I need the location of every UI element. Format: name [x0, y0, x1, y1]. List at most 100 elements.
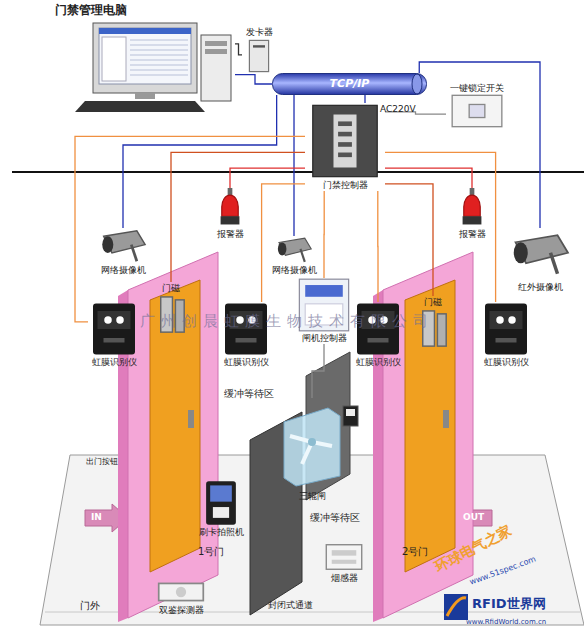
drive-bay: [205, 41, 227, 46]
reader-body: [93, 304, 135, 355]
connector: [123, 95, 277, 228]
switch-plate: [452, 95, 502, 126]
bus-pipe: [273, 74, 427, 95]
tcpip-bus: TCP/IP: [272, 73, 427, 95]
lens: [104, 316, 112, 324]
gate-controller: 闸机控制器: [296, 278, 352, 344]
alarm-siren: 报警器: [452, 188, 492, 240]
alarm-siren: 报警器: [210, 188, 250, 240]
network-camera: 网络摄像机: [88, 228, 158, 276]
card-reader: [343, 406, 358, 426]
card-photo-terminal-icon: [196, 480, 246, 526]
lock-switch: 一键锁定开关: [446, 82, 508, 128]
node-label: 虹膜识别仪: [224, 356, 269, 368]
card-issuer-icon: [242, 38, 276, 74]
reader-screen: [346, 409, 355, 416]
terminal-body: [206, 481, 236, 524]
drive-bay: [205, 49, 227, 54]
dual-tech-detector-icon: [150, 580, 212, 604]
card-issuer: 发卡器: [242, 26, 276, 74]
monitor-screen: [99, 28, 191, 84]
node-label: 报警器: [217, 228, 244, 240]
detector-body: [159, 583, 204, 600]
connector: [171, 152, 305, 282]
door-number: 2号门: [402, 546, 428, 558]
logo-swoosh: [447, 598, 466, 616]
sensor-body: [326, 545, 361, 570]
alarm-mount: [470, 188, 475, 195]
connector: [385, 152, 496, 302]
iris-reader: 虹膜识别仪: [88, 302, 140, 368]
camera-bracket: [300, 249, 304, 262]
camera-bracket: [551, 253, 558, 274]
pipe-end: [412, 74, 422, 94]
ceiling-line: [12, 171, 584, 173]
node-label: 一键锁定开关: [450, 82, 504, 94]
pc-workstation-icon: [55, 16, 235, 118]
tripod-turnstile-icon: [278, 398, 346, 490]
grid-row: [130, 45, 188, 46]
connector: [377, 191, 379, 302]
watermark: 广州创晨虹膜生物技术有限公司: [140, 312, 434, 330]
pc-workstation: 门禁管理电脑: [55, 4, 235, 118]
network-camera: 网络摄像机: [268, 236, 320, 276]
door-number: 1号门: [198, 546, 224, 558]
alarm-base: [463, 216, 482, 224]
window-bar: [99, 28, 191, 34]
node-label: 双鉴探测器: [159, 604, 204, 616]
grid-row: [130, 50, 188, 51]
network-camera-icon: [88, 228, 158, 264]
lens: [508, 316, 516, 324]
indicator: [104, 338, 125, 343]
connector: [364, 95, 365, 103]
controller-panel: [333, 115, 356, 168]
lens: [496, 316, 504, 324]
alarm-siren-icon: [210, 188, 250, 228]
smoke-detector: 烟感器: [322, 542, 366, 584]
grid-row: [130, 70, 188, 71]
connector: [312, 344, 324, 398]
voltage-label: AC220V: [380, 104, 416, 115]
card-photo-terminal: 刷卡拍照机: [196, 480, 246, 538]
tripod-turnstile: 三辊闸: [278, 398, 346, 502]
dual-tech-detector: 双鉴探测器: [150, 580, 212, 616]
detector-lens: [176, 587, 186, 597]
node-label: 烟感器: [331, 572, 358, 584]
zone-label: 缓冲等待区: [224, 388, 274, 400]
node-label: 刷卡拍照机: [199, 526, 244, 538]
camera-lens: [102, 236, 113, 253]
sensor-vent: [332, 560, 357, 564]
monitor-frame: [93, 23, 197, 93]
lens-window: [490, 311, 523, 329]
node-label: 网络摄像机: [101, 264, 146, 276]
access-controller-icon: [305, 103, 385, 179]
node-label: 门禁管理电脑: [55, 4, 127, 16]
smoke-detector-icon: [322, 542, 366, 572]
node-label: 报警器: [459, 228, 486, 240]
infrared-camera-icon: [505, 228, 575, 281]
node-label: 门禁控制器: [323, 179, 368, 191]
controller-case: [313, 105, 377, 176]
grid-row: [130, 60, 188, 61]
node-label: 三辊闸: [299, 490, 326, 502]
iris-reader: 虹膜识别仪: [352, 302, 404, 368]
node-label: 虹膜识别仪: [356, 356, 401, 368]
alarm-siren-icon: [452, 188, 492, 228]
direction-label: IN: [91, 512, 102, 523]
turnstile-hub: [308, 438, 316, 446]
connector: [235, 44, 242, 55]
indicator: [338, 132, 352, 137]
logo-mark: [444, 594, 468, 620]
network-camera-icon: [268, 236, 320, 264]
turnstile-cabinet: [284, 408, 340, 486]
door-handle: [443, 410, 449, 428]
direction-label: OUT: [463, 512, 484, 523]
pc-tower: [201, 35, 231, 101]
switch-button: [469, 104, 485, 117]
iris-reader-icon: [88, 302, 140, 356]
grid-row: [130, 65, 188, 66]
grid-row: [130, 75, 188, 76]
iris-reader-icon: [480, 302, 532, 356]
area-label: 封闭式通道: [268, 600, 313, 611]
